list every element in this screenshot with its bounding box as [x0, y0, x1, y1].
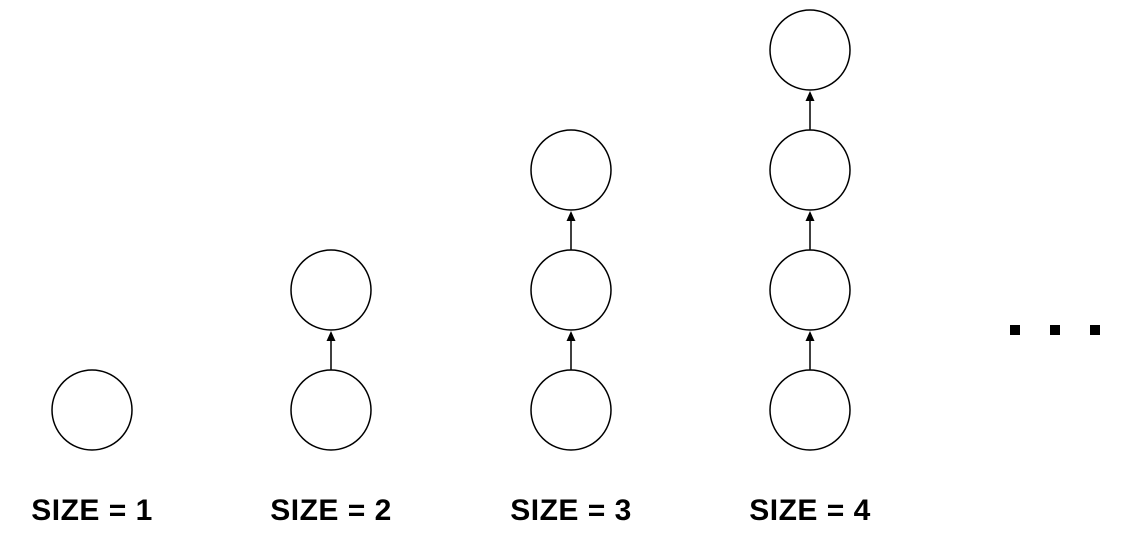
node-circle — [530, 369, 612, 451]
ellipsis-dot — [1050, 325, 1060, 335]
arrow-head — [326, 331, 336, 341]
arrow-head — [566, 211, 576, 221]
arrow-head — [805, 211, 815, 221]
node-circle — [530, 249, 612, 331]
node-circle — [290, 249, 372, 331]
node-circle — [51, 369, 133, 451]
ellipsis-dot — [1090, 325, 1100, 335]
ellipsis-dot — [1010, 325, 1020, 335]
node-circle — [769, 369, 851, 451]
arrow-head — [805, 331, 815, 341]
size-label-4: SIZE = 4 — [749, 494, 871, 527]
node-circle — [769, 129, 851, 211]
node-circle — [530, 129, 612, 211]
size-label-1: SIZE = 1 — [31, 494, 153, 527]
arrow-head — [566, 331, 576, 341]
node-circle — [769, 249, 851, 331]
arrow-head — [805, 91, 815, 101]
size-label-3: SIZE = 3 — [510, 494, 632, 527]
node-circle — [290, 369, 372, 451]
node-circle — [769, 9, 851, 91]
size-label-2: SIZE = 2 — [270, 494, 392, 527]
